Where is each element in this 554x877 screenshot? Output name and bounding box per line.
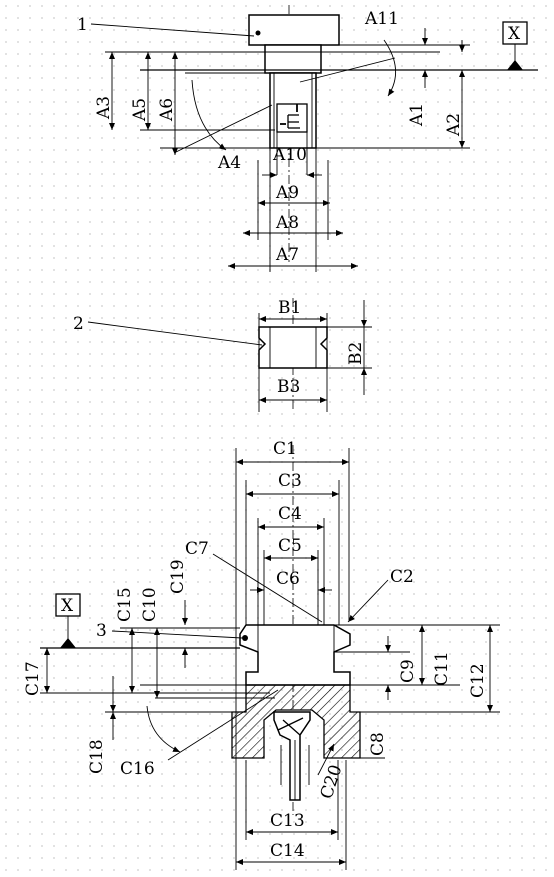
dim-c14: C14 bbox=[270, 841, 305, 861]
dim-a6: A6 bbox=[157, 98, 177, 122]
dim-b3: B3 bbox=[277, 377, 300, 397]
part-1-head bbox=[248, 14, 340, 46]
part-1-label: 1 bbox=[77, 15, 88, 35]
part-2-ring bbox=[258, 326, 328, 369]
dim-c5: C5 bbox=[278, 536, 302, 556]
part-3-stem bbox=[273, 711, 311, 801]
dim-c17: C17 bbox=[23, 661, 43, 696]
dim-c9: C9 bbox=[398, 659, 418, 683]
part-3-drawing: X bbox=[23, 439, 500, 870]
dim-c3: C3 bbox=[278, 471, 302, 491]
part-2-drawing: 2 B1 B2 B3 bbox=[73, 298, 372, 412]
dim-c16: C16 bbox=[120, 759, 155, 779]
part-3-label: 3 bbox=[96, 621, 107, 641]
part-3-leader bbox=[111, 630, 243, 639]
dim-a9: A9 bbox=[275, 183, 299, 203]
dim-a10: A10 bbox=[272, 145, 307, 165]
dim-a1: A1 bbox=[407, 103, 427, 127]
dim-a11: A11 bbox=[364, 9, 399, 29]
dim-c12: C12 bbox=[468, 663, 488, 698]
dim-c15: C15 bbox=[115, 587, 135, 622]
dim-c18: C18 bbox=[87, 739, 107, 774]
part-1-leader bbox=[90, 23, 255, 37]
datum-x-symbol-top: X bbox=[502, 21, 528, 70]
dim-c2: C2 bbox=[390, 567, 414, 587]
part-1-drawing: 1 X A11 A3 A5 A6 A1 A2 A4 A10 A9 A8 A7 bbox=[77, 5, 538, 272]
datum-x-label-top: X bbox=[508, 24, 521, 44]
dim-b1: B1 bbox=[278, 298, 301, 318]
datum-x-label-bottom: X bbox=[61, 596, 74, 616]
dim-c4: C4 bbox=[278, 504, 302, 524]
datum-x-symbol-bottom: X bbox=[55, 593, 81, 648]
dim-c11: C11 bbox=[432, 651, 452, 686]
dim-c13: C13 bbox=[270, 811, 305, 831]
part-1-slot bbox=[276, 103, 308, 133]
dim-a2: A2 bbox=[444, 113, 464, 137]
dim-c10: C10 bbox=[140, 587, 160, 622]
dim-c1: C1 bbox=[273, 439, 297, 459]
dim-c6: C6 bbox=[276, 569, 300, 589]
dim-a8: A8 bbox=[275, 213, 299, 233]
dim-c19: C19 bbox=[168, 559, 188, 594]
dim-b2: B2 bbox=[346, 342, 366, 365]
dim-a7: A7 bbox=[275, 245, 299, 265]
part-2-label: 2 bbox=[73, 314, 84, 334]
dim-c7: C7 bbox=[185, 539, 209, 559]
dim-a3: A3 bbox=[94, 96, 114, 120]
part-3-upper-body bbox=[239, 624, 351, 686]
dim-c8: C8 bbox=[368, 732, 388, 756]
part-2-leader bbox=[87, 321, 263, 346]
part-1-neck bbox=[264, 44, 322, 74]
dim-a4: A4 bbox=[217, 153, 241, 173]
part-1-point-marker bbox=[255, 30, 261, 36]
dim-a5: A5 bbox=[130, 98, 150, 122]
